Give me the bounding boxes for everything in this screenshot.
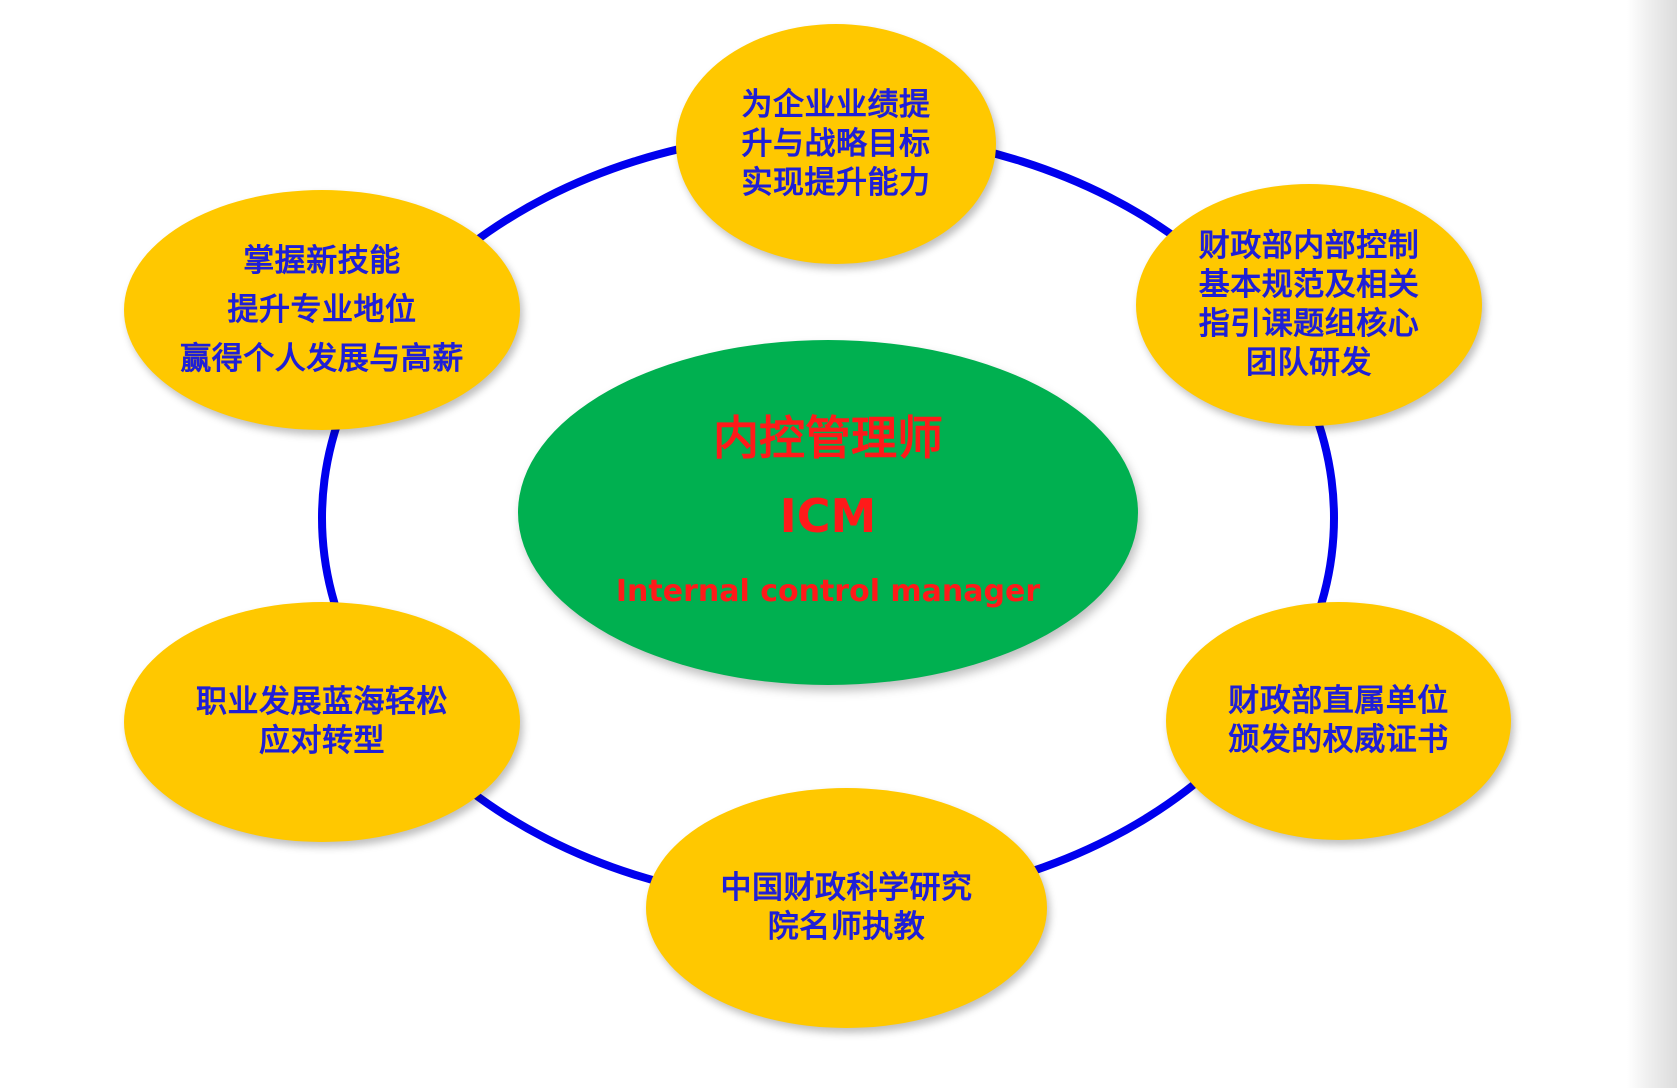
node-label: 为企业业绩提 升与战略目标 实现提升能力	[741, 86, 931, 201]
node-label: 财政部直属单位 颁发的权威证书	[1228, 683, 1449, 758]
node-expert-teachers: 中国财政科学研究 院名师执教	[646, 788, 1047, 1028]
node-research-team: 财政部内部控制 基本规范及相关 指引课题组核心 团队研发	[1136, 184, 1482, 426]
node-label: 中国财政科学研究 院名师执教	[720, 870, 973, 945]
node-authoritative-certificate: 财政部直属单位 颁发的权威证书	[1166, 602, 1511, 840]
node-label: 掌握新技能 提升专业地位 赢得个人发展与高薪	[180, 242, 464, 377]
center-subtitle: Internal control manager	[615, 574, 1041, 609]
node-career-development: 职业发展蓝海轻松 应对转型	[124, 602, 520, 842]
node-label: 财政部内部控制 基本规范及相关 指引课题组核心 团队研发	[1198, 228, 1420, 381]
center-node: 内控管理师 ICM Internal control manager	[518, 340, 1138, 685]
center-abbreviation: ICM	[779, 489, 877, 543]
node-new-skills: 掌握新技能 提升专业地位 赢得个人发展与高薪	[124, 190, 520, 430]
center-title: 内控管理师	[713, 411, 943, 465]
node-performance-strategy: 为企业业绩提 升与战略目标 实现提升能力	[676, 24, 996, 264]
node-label: 职业发展蓝海轻松 应对转型	[196, 684, 448, 759]
page-edge-shadow	[1627, 0, 1677, 1088]
